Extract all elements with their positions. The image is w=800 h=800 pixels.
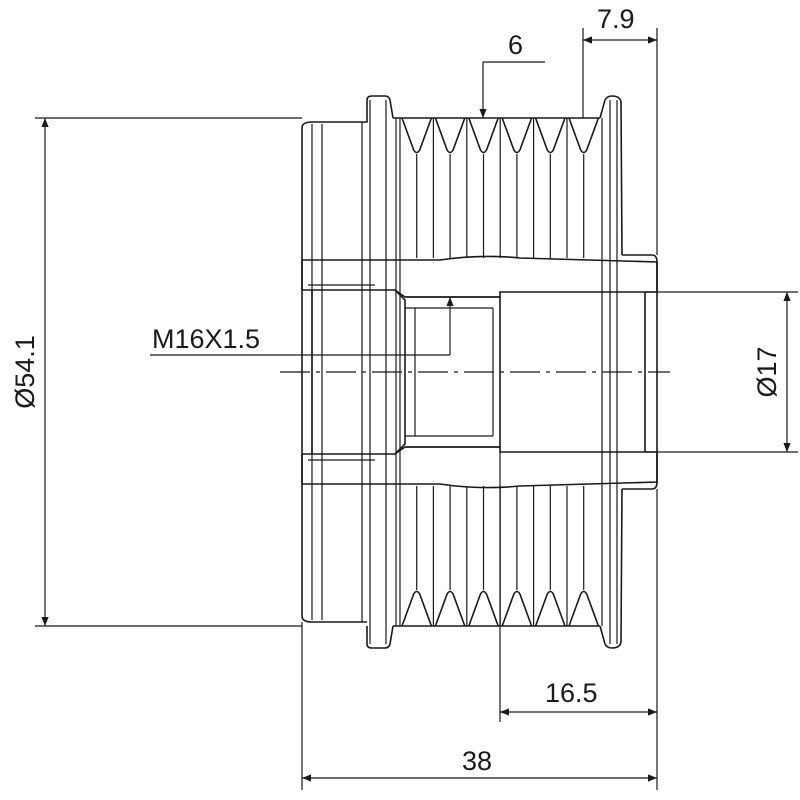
dimension-overall-length: 38 [301, 622, 657, 790]
section-view [301, 255, 658, 489]
groove [434, 590, 466, 627]
v-grooves [401, 117, 600, 627]
overall-length-label: 38 [462, 746, 492, 776]
groove [568, 590, 600, 627]
grooves-label: 6 [508, 30, 523, 60]
hub-length-label: 16.5 [545, 678, 598, 708]
dimension-hub-length: 16.5 [499, 452, 658, 790]
dimension-flange-offset: 7.9 [582, 4, 658, 255]
outer-diameter-label: Ø54.1 [10, 335, 40, 409]
dimension-thread: M16X1.5 [150, 297, 454, 356]
bore-diameter-label: Ø17 [752, 346, 782, 397]
groove [401, 590, 433, 627]
groove [468, 117, 499, 154]
dimension-outer-diameter: Ø54.1 [10, 117, 302, 627]
groove [468, 590, 499, 627]
groove [534, 590, 566, 627]
groove [568, 117, 600, 154]
flange-offset-label: 7.9 [597, 4, 635, 34]
dimension-grooves: 6 [479, 30, 545, 118]
dimension-bore-diameter: Ø17 [645, 291, 798, 453]
thread-label: M16X1.5 [152, 324, 260, 354]
groove [534, 117, 566, 154]
groove [501, 117, 533, 154]
groove [434, 117, 466, 154]
groove [501, 590, 533, 627]
groove [401, 117, 433, 154]
